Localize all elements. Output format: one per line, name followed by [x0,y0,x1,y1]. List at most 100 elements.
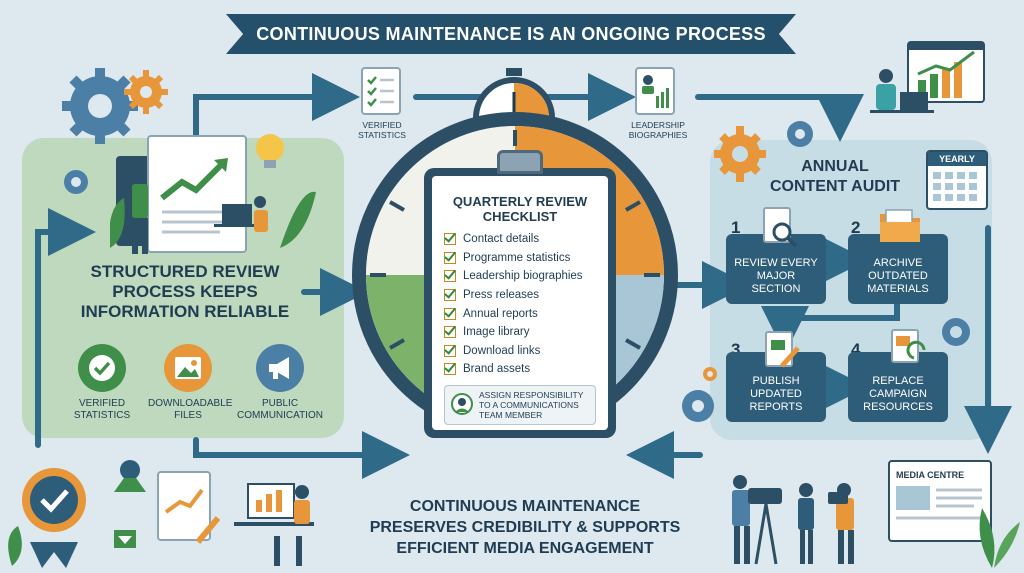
bottom-conclusion: CONTINUOUS MAINTENANCE PRESERVES CREDIBI… [345,496,705,559]
checklist-item-label: Brand assets [463,363,531,376]
quarterly-review-checklist: QUARTERLY REVIEW CHECKLIST Contact detai… [424,168,616,438]
checklist-item-label: Contact details [463,233,540,246]
downloadable-label-line-2: FILES [174,410,202,421]
checklist-item: Contact details [444,230,596,249]
annual-title-line-1: ANNUAL [801,158,869,175]
calendar-icon: YEARLY [926,150,988,210]
step-2-line-1: ARCHIVE [873,257,923,269]
verified-top-line-1: VERIFIED [362,120,402,130]
public-label-line-2: COMMUNICATION [237,410,323,421]
step-4-line-1: REPLACE [872,375,924,387]
step-number-3: 3 [731,340,741,359]
checkbox-icon [444,270,456,283]
calendar-label: YEARLY [928,152,986,166]
media-centre-content [896,486,982,520]
media-crew-illustration [732,475,854,565]
assign-line-2: TO A COMMUNICATIONS [479,399,579,410]
banner-title: CONTINUOUS MAINTENANCE IS AN ONGOING PRO… [226,14,796,54]
annual-title-line-2: CONTENT AUDIT [769,178,901,195]
left-panel-title: STRUCTURED REVIEW PROCESS KEEPS INFORMAT… [40,262,330,322]
checklist-item: Download links [444,342,596,361]
left-title-line-1: STRUCTURED REVIEW [90,262,280,281]
step-1-line-2: MAJOR [756,270,796,282]
checkmark-icon [78,344,126,392]
checklist-title-line-2: CHECKLIST [482,209,558,224]
checklist-item: Leadership biographies [444,267,596,286]
biography-document-icon [635,67,675,115]
verified-top-line-2: STATISTICS [358,130,406,140]
assign-responsibility-note: ASSIGN RESPONSIBILITY TO A COMMUNICATION… [444,384,596,425]
step-review-every-section: REVIEW EVERY MAJOR SECTION [726,234,826,304]
bottom-line-2: PRESERVES CREDIBILITY & SUPPORTS [369,519,681,536]
step-4-line-3: RESOURCES [863,401,933,413]
checklist-item: Image library [444,323,596,342]
step-2-line-2: OUTDATED [868,270,928,282]
magnifier-document-icon [763,207,798,248]
bottom-line-1: CONTINUOUS MAINTENANCE [409,498,641,515]
downloadable-files-item: DOWNLOADABLE FILES [148,344,233,422]
verified-statistics-item: VERIFIED STATISTICS [70,344,134,422]
public-communication-item: PUBLIC COMMUNICATION [234,344,326,422]
gears-icon [62,68,168,194]
checkbox-icon [444,344,456,357]
step-replace-campaign: REPLACE CAMPAIGN RESOURCES [848,352,948,422]
edit-document-icon [765,331,800,368]
verified-statistics-caption: VERIFIED STATISTICS [342,120,422,140]
step-3-line-3: REPORTS [749,401,803,413]
checklist-item: Brand assets [444,360,596,379]
checklist-item: Annual reports [444,304,596,323]
step-3-line-2: UPDATED [750,388,802,400]
checkbox-icon [444,233,456,246]
checklist-item: Press releases [444,286,596,305]
checklist-item-label: Download links [463,344,541,357]
step-number-4: 4 [851,340,861,359]
checkbox-icon [444,326,456,339]
checklist-title-line-1: QUARTERLY REVIEW [452,194,588,209]
leadership-biographies-caption: LEADERSHIP BIOGRAPHIES [616,120,700,140]
checkbox-icon [444,363,456,376]
image-icon [164,344,212,392]
checklist-item-label: Image library [463,326,530,339]
step-number-1: 1 [731,218,741,237]
checkbox-icon [444,289,456,302]
calendar-grid [933,172,977,201]
left-title-line-2: PROCESS KEEPS [112,282,258,301]
downloadable-label-line-1: DOWNLOADABLE [148,398,233,409]
public-label-line-1: PUBLIC [261,398,299,409]
folder-icon [880,209,920,242]
arrow-top-right [695,94,864,142]
analyst-illustration [870,41,985,113]
checklist-document-icon [361,67,401,115]
step-archive-outdated: ARCHIVE OUTDATED MATERIALS [848,234,948,304]
verified-label-line-1: VERIFIED [78,398,126,409]
step-number-2: 2 [851,218,861,237]
checklist-item-label: Press releases [463,289,540,302]
checklist-title: QUARTERLY REVIEW CHECKLIST [444,194,596,224]
arrow-left-up [35,208,96,448]
annual-audit-title: ANNUAL CONTENT AUDIT [750,157,920,197]
checkbox-icon [444,307,456,320]
team-member-avatar-icon [451,392,473,415]
checklist-item: Programme statistics [444,249,596,268]
checklist-item-label: Leadership biographies [463,270,583,283]
bottom-line-3: EFFICIENT MEDIA ENGAGEMENT [396,540,654,557]
step-1-line-1: REVIEW EVERY [734,257,818,269]
assign-line-1: ASSIGN RESPONSIBILITY [479,389,584,400]
achievement-illustration [8,460,314,568]
checklist-item-label: Annual reports [463,307,538,320]
checkbox-icon [444,251,456,264]
replace-document-icon [891,329,926,363]
step-4-line-2: CAMPAIGN [869,388,927,400]
assign-line-3: TEAM MEMBER [479,409,543,420]
checklist-item-label: Programme statistics [463,251,571,264]
review-illustration [110,134,316,254]
media-centre-title: MEDIA CENTRE [896,470,965,480]
clipboard-clip [497,150,543,174]
arrow-left-bottom [193,431,410,479]
gears-icon [942,318,970,346]
plant-icon [979,508,1020,568]
step-1-line-3: SECTION [751,283,801,295]
arrow-step-2-3 [761,302,900,354]
left-title-line-3: INFORMATION RELIABLE [80,302,290,321]
